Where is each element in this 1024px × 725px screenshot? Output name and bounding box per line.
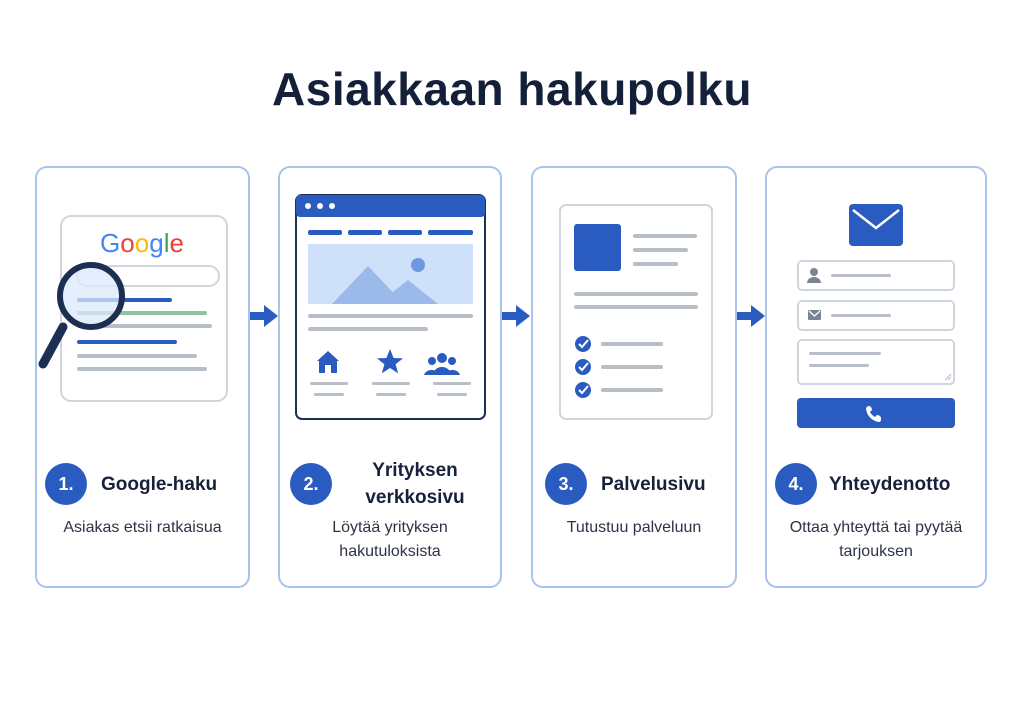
phone-icon	[866, 406, 881, 422]
mail-icon	[849, 204, 903, 246]
step-header: 4. Yhteydenotto	[775, 454, 979, 514]
service-page-illustration	[559, 204, 713, 420]
google-logo: Google	[100, 228, 184, 258]
contact-form-illustration	[797, 204, 955, 428]
company-website-illustration	[295, 194, 486, 420]
step-number-badge: 3.	[545, 463, 587, 505]
step-number-badge: 4.	[775, 463, 817, 505]
step-header: 3. Palvelusivu	[545, 454, 729, 514]
step-description: Löytää yrityksen hakutuloksista	[332, 519, 448, 560]
step-title: Palvelusivu	[601, 473, 706, 495]
step-description: Ottaa yhteyttä tai pyytää tarjouksen	[789, 519, 963, 560]
step-card-company-website: 2. Yrityksen verkkosivu Löytää yrityksen…	[278, 166, 502, 588]
step-title: Yrityksen verkkosivu	[365, 460, 465, 508]
check-icon	[575, 382, 591, 398]
arrow-right-icon	[737, 305, 765, 327]
magnifier-icon	[38, 262, 125, 369]
people-icon	[424, 353, 460, 375]
message-field	[797, 339, 955, 385]
envelope-icon	[808, 310, 821, 320]
home-icon	[317, 351, 339, 373]
check-icon	[575, 359, 591, 375]
service-image	[574, 224, 621, 271]
user-icon	[807, 268, 821, 283]
star-icon	[377, 349, 403, 374]
step-title: Yhteydenotto	[829, 473, 951, 495]
step-number-badge: 1.	[45, 463, 87, 505]
step-card-contact-form: 4. Yhteydenotto Ottaa yhteyttä tai pyytä…	[765, 166, 987, 588]
step-description: Asiakas etsii ratkaisua	[63, 519, 222, 536]
step-number-badge: 2.	[290, 463, 332, 505]
step-header: 1. Google-haku	[45, 454, 242, 514]
arrow-right-icon	[250, 305, 278, 327]
arrow-right-icon	[502, 305, 530, 327]
google-search-illustration: Google	[38, 215, 228, 402]
step-header: 2. Yrityksen verkkosivu	[290, 454, 494, 514]
check-icon	[575, 336, 591, 352]
page-title: Asiakkaan hakupolku	[272, 63, 752, 115]
step-title: Google-haku	[101, 473, 218, 495]
step-card-google-search: Google 1. Google-haku Asiakas etsii ratk…	[35, 166, 250, 588]
step-card-service-page: 3. Palvelusivu Tutustuu palveluun	[531, 166, 737, 588]
step-description: Tutustuu palveluun	[566, 519, 702, 536]
call-button	[797, 398, 955, 428]
